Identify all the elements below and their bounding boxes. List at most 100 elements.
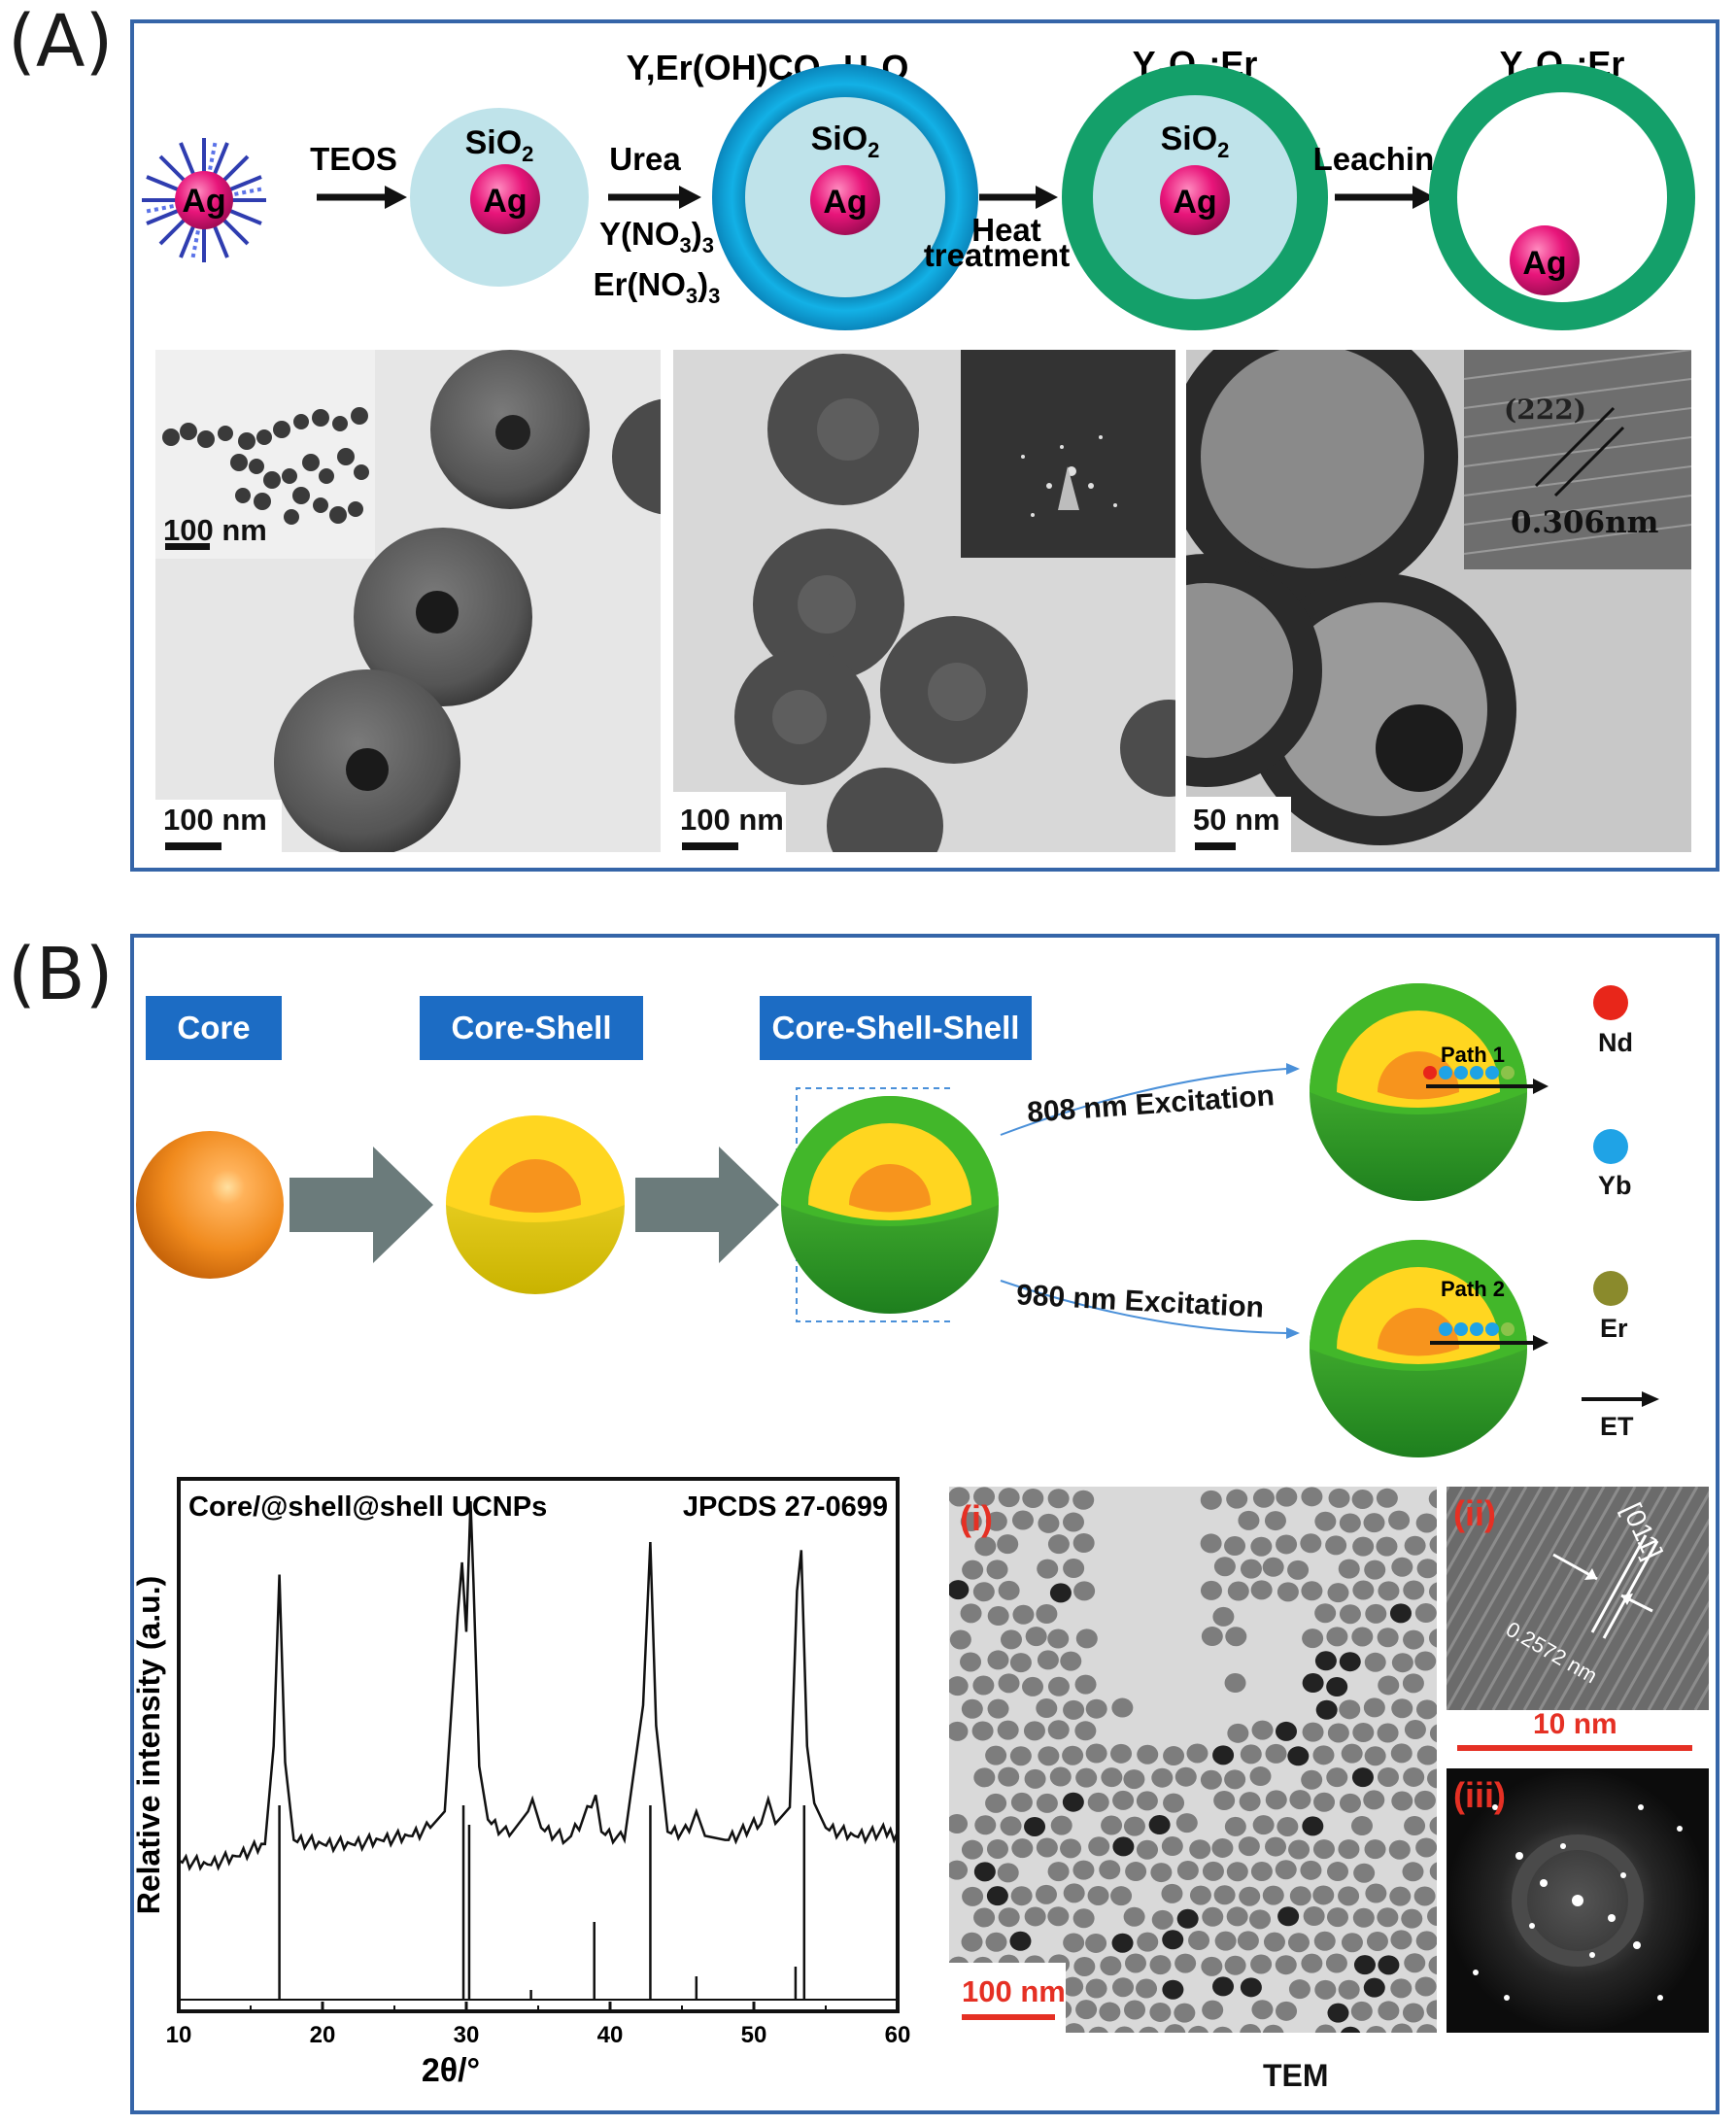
nanoparticle [1101,1767,1123,1788]
nanoparticle [1224,1816,1246,1836]
tem-a3-scale: 50 nm [1193,803,1280,837]
tem-image-a2 [673,350,1175,852]
nanoparticle [1226,1906,1248,1927]
path1-particle [1310,983,1549,1201]
nanoparticle [1174,2003,1196,2023]
nanoparticle [1225,1627,1247,1647]
nanoparticle [1350,1816,1373,1836]
tem-a2-scale: 100 nm [680,803,784,837]
nanoparticle [1036,1698,1058,1719]
nanoparticle [1276,1816,1299,1836]
nanoparticle [998,1580,1020,1600]
tem-b-ii-label: (ii) [1453,1493,1496,1533]
nanoparticle [1429,1862,1437,1881]
tem-a3-scale-bar [1195,842,1236,850]
core-shell-shell-particle [781,1096,999,1314]
nanoparticle [1047,1489,1070,1509]
nanoparticle [1326,1676,1348,1697]
nanoparticle [998,1673,1020,1694]
step-treatment: treatment [924,237,1070,273]
nanoparticle [1339,1793,1361,1813]
nanoparticle [1252,1815,1275,1835]
nanoparticle [1404,1816,1426,1836]
nanoparticle [962,1886,984,1906]
core-particle [136,1131,284,1279]
nanoparticle [1240,1559,1262,1579]
nanoparticle [949,1814,969,1834]
step-y-nitrate: Y(NO3)3 [599,216,714,257]
nanoparticle [973,1862,996,1882]
nanoparticle [1427,1768,1437,1789]
tem-b-ii [1447,1487,1709,1710]
nanoparticle [1302,1816,1324,1836]
nanoparticle [1352,1580,1375,1600]
xrd-pattern-line [178,1500,900,1871]
nanoparticle [1415,1931,1437,1951]
nanoparticle [1240,2024,1262,2033]
nanoparticle [1413,1790,1436,1810]
nanoparticle [1161,1836,1183,1857]
nanoparticle [1390,1743,1413,1764]
nanoparticle [1429,1535,1437,1555]
nanoparticle [1250,1580,1273,1600]
nanoparticle [1237,1931,1259,1951]
nanoparticle [1313,1792,1336,1812]
nanoparticle [1352,1536,1375,1557]
stage-arrow-1 [289,1147,433,1263]
nanoparticle [1289,1886,1311,1906]
nanoparticle [1186,1743,1208,1764]
nanoparticle [1390,1978,1413,1999]
nanoparticle [1404,1953,1426,1973]
nanoparticle [949,1580,970,1600]
nanoparticle [1287,1933,1310,1953]
nanoparticle [985,1745,1007,1765]
nanoparticle [1363,1790,1385,1810]
legend-yb-label: Yb [1598,1171,1632,1200]
nanoparticle [1161,1883,1183,1903]
nanoparticle [1088,2026,1108,2033]
nanoparticle [1326,1627,1348,1647]
nanoparticle [1112,1836,1135,1857]
nanoparticle [1240,1744,1262,1765]
tem-b-i-label: (i) [960,1498,993,1538]
tem-b-iii [1447,1768,1709,2033]
nanoparticle [1036,1793,1058,1813]
nanoparticle [998,1488,1020,1508]
nanoparticle [1189,1885,1211,1905]
tem-a3-inset-lattice: 0.306nm [1511,505,1659,540]
nanoparticle [1378,1675,1400,1696]
nanoparticle [949,1721,969,1741]
nanoparticle [1416,1745,1437,1765]
nanoparticle [1212,2026,1233,2033]
nanoparticle [1226,1862,1248,1882]
nanoparticle [1300,1533,1322,1554]
nanoparticle [1110,1886,1133,1906]
nanoparticle [1035,1884,1057,1904]
nanoparticle [1063,1933,1085,1953]
tem-a1-scale: 100 nm [163,803,267,837]
nanoparticle [1009,1746,1032,1766]
nanoparticle [1062,1976,1084,1997]
nanoparticle [962,1559,984,1580]
nanoparticle [1085,1698,1107,1719]
nanoparticle [1428,1489,1437,1509]
nanoparticle [1338,1979,1360,2000]
nanoparticle [987,1606,1009,1627]
nanoparticle [1200,1769,1222,1790]
nanoparticle [1416,2024,1437,2033]
nanoparticle [1415,1513,1437,1533]
nanoparticle [1149,1955,1172,1975]
nanoparticle [1060,1838,1082,1859]
nanoparticle [997,1863,1019,1883]
nanoparticle [1313,1931,1336,1951]
nanoparticle [1314,1651,1337,1671]
nanoparticle [1249,1909,1272,1930]
nanoparticle [1212,1745,1235,1765]
nanoparticle [1087,1885,1109,1905]
nanoparticle [1252,1488,1275,1508]
nanoparticle [1011,1510,1034,1530]
nanoparticle [1112,1977,1135,1998]
nanoparticle [1112,1790,1135,1810]
nanoparticle [987,1698,1009,1719]
nanoparticle [1251,2000,1274,2020]
